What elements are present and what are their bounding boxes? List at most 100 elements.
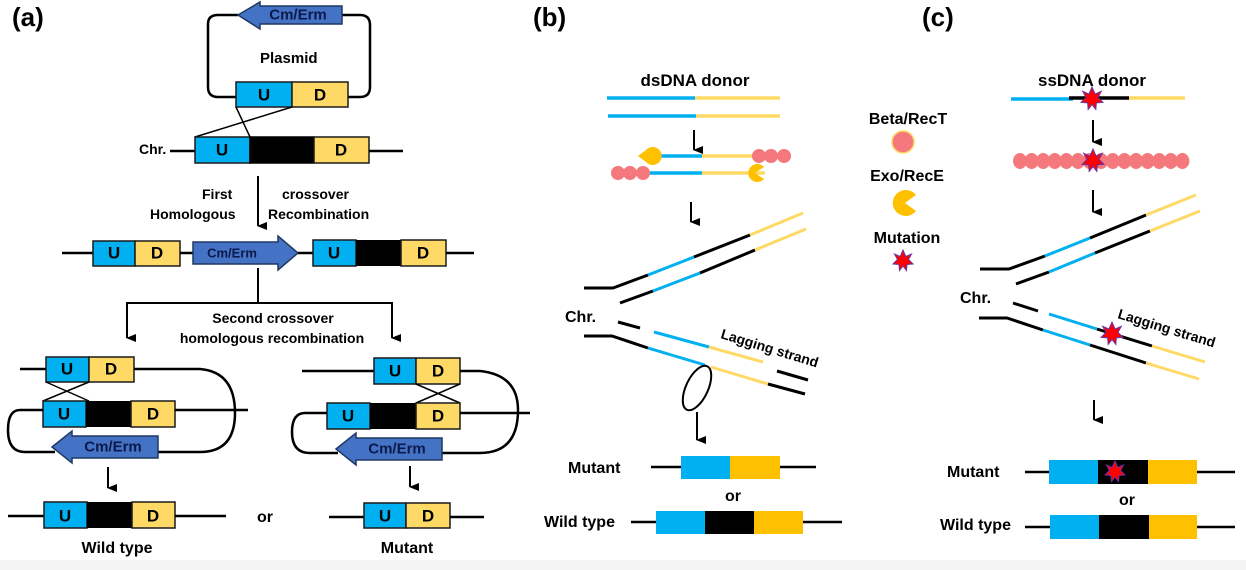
beta-b-2	[764, 149, 778, 163]
r-d2-label: D	[432, 407, 444, 426]
chr-target-box	[249, 136, 315, 164]
step1-right-1: crossover	[282, 186, 349, 202]
beta-bead	[1013, 153, 1027, 169]
mutant-label-c: Mutant	[947, 464, 1000, 481]
beta-bead	[1152, 153, 1167, 169]
chr-d-label: D	[335, 141, 347, 160]
beta-b-1	[752, 149, 766, 163]
beta-b-3	[777, 149, 791, 163]
result-mutant-label: Mutant	[381, 540, 434, 557]
lagging-loop-b	[681, 364, 713, 412]
beta-bead	[1129, 153, 1143, 169]
ssdna-donor-label: ssDNA donor	[1038, 71, 1146, 90]
second-crossover-right: U D U D Cm/Erm	[290, 357, 530, 467]
l-d1-label: D	[105, 360, 117, 379]
exo-b-2	[748, 164, 764, 182]
l-u2-label: U	[58, 405, 70, 424]
branch-arrow-left	[126, 268, 259, 342]
panel-b: (b) dsDNA donor	[533, 2, 842, 534]
int-u1-label: U	[108, 244, 120, 263]
replication-fork-c: Chr. Lagging strand	[960, 193, 1218, 381]
panel-a: (a) Cm/Erm Plasmid U D Chr. U	[6, 0, 530, 557]
ssdna-donor	[1011, 86, 1185, 110]
result-wildtype-b	[631, 511, 842, 534]
or-label-c: or	[1119, 492, 1135, 509]
beta-bead	[1024, 153, 1039, 169]
exo-b-1	[638, 147, 662, 166]
plasmid-marker-arrow: Cm/Erm	[236, 0, 343, 31]
chr-u-label: U	[216, 141, 228, 160]
integrated-intermediate: U D Cm/Erm U D	[62, 234, 474, 272]
chr-label-c: Chr.	[960, 290, 991, 307]
lagging-label-c: Lagging strand	[1116, 306, 1217, 351]
exo-recE-icon	[892, 190, 916, 216]
plasmid-backbone-left	[206, 13, 238, 99]
chromosome-a: Chr. U D	[139, 136, 403, 164]
chr-label-a: Chr.	[139, 141, 166, 157]
r-u2-label: U	[342, 407, 354, 426]
dsdna-processing	[611, 147, 791, 182]
dsdna-donor	[607, 96, 780, 118]
result-wildtype-a: U D Wild type	[8, 501, 226, 557]
panel-b-label: (b)	[533, 2, 566, 32]
wildtype-label-b: Wild type	[544, 514, 615, 531]
dsdna-donor-label: dsDNA donor	[641, 71, 750, 90]
beta-bead	[1140, 153, 1155, 169]
beta-bead	[1071, 153, 1085, 169]
mut-u-label: U	[379, 507, 391, 526]
beta-bead	[1105, 153, 1120, 169]
int-d2-label: D	[417, 244, 429, 263]
step1-left-1: First	[202, 186, 233, 202]
beta-bead	[1036, 153, 1051, 169]
result-mutant-c	[1025, 460, 1235, 484]
int-marker-arrow	[192, 234, 300, 272]
legend: Beta/RecT Exo/RecE Mutation	[869, 111, 947, 271]
wt-d-label: D	[147, 507, 159, 526]
result-mutant-a: U D Mutant	[329, 502, 484, 557]
beta-bead	[1163, 153, 1178, 169]
beta-b-6	[636, 166, 650, 180]
beta-bead	[1059, 153, 1074, 169]
l-d2-label: D	[147, 405, 159, 424]
legend-mutation-label: Mutation	[874, 230, 941, 247]
chr-downstream-box	[313, 136, 370, 164]
result-wildtype-label: Wild type	[82, 540, 153, 557]
step1-right-2: Recombination	[268, 206, 369, 222]
r-u1-label: U	[389, 362, 401, 381]
plasmid-backbone-right	[342, 13, 372, 99]
second-crossover-left: U D U D Cm/Erm	[6, 356, 248, 465]
r-marker-label: Cm/Erm	[368, 441, 426, 458]
legend-beta-label: Beta/RecT	[869, 111, 947, 128]
beta-bead	[1117, 153, 1132, 169]
plasmid-downstream-box	[291, 81, 349, 108]
step2-line1: Second crossover	[212, 310, 334, 326]
mut-d-label: D	[422, 507, 434, 526]
beta-bead	[1047, 153, 1062, 169]
chr-upstream-box	[194, 136, 251, 164]
int-u2-label: U	[328, 244, 340, 263]
result-wildtype-c	[1025, 515, 1235, 539]
plasmid: Cm/Erm Plasmid U D	[206, 0, 372, 108]
fork-mutation-star	[1100, 321, 1124, 345]
l-u1-label: U	[61, 360, 73, 379]
replication-fork-b: Chr. Lagging strand	[565, 211, 821, 412]
or-label-b: or	[725, 488, 741, 505]
legend-exo-label: Exo/RecE	[870, 168, 944, 185]
step1-left-2: Homologous	[150, 206, 236, 222]
result-mutant-b	[651, 456, 816, 479]
beta-recT-icon	[891, 130, 915, 154]
step2-line2: homologous recombination	[180, 330, 364, 346]
lagging-label-b: Lagging strand	[719, 326, 820, 371]
panel-a-label: (a)	[12, 2, 44, 32]
panel-c-label: (c)	[922, 2, 954, 32]
wt-u-label: U	[59, 507, 71, 526]
l-marker-label: Cm/Erm	[84, 439, 142, 456]
branch-arrow-right	[258, 302, 401, 342]
plasmid-label: Plasmid	[260, 50, 318, 67]
beta-b-4	[611, 166, 625, 180]
beta-b-5	[623, 166, 637, 180]
crossover-line-2	[235, 106, 251, 138]
wildtype-label-c: Wild type	[940, 517, 1011, 534]
plasmid-d-label: D	[314, 86, 326, 105]
